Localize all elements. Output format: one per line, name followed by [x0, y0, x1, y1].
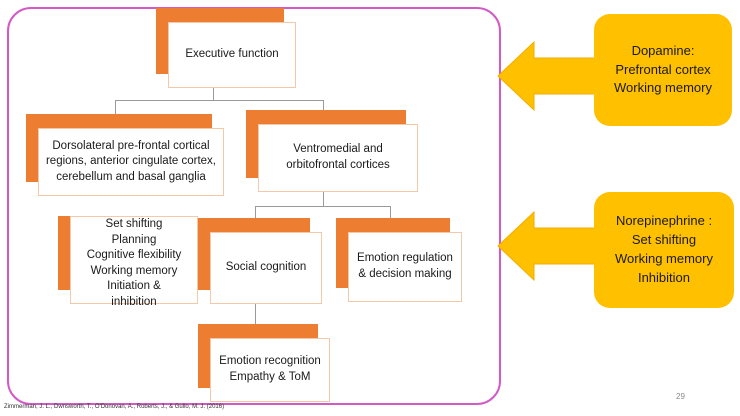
- node-label-line: Cognitive flexibility: [86, 249, 182, 262]
- callout-line: Prefrontal cortex: [615, 61, 711, 77]
- node-label: Emotion regulation & decision making: [348, 232, 462, 302]
- dorsolateral-functions-node: Set shifting Planning Cognitive flexibil…: [58, 216, 198, 308]
- social-cognition-node: Social cognition: [198, 218, 322, 304]
- callout-line: Working memory: [613, 80, 712, 96]
- node-label: Social cognition: [210, 232, 322, 304]
- node-label-line: inhibition: [111, 295, 157, 308]
- callout-line: Norepinephrine :: [615, 213, 713, 229]
- connector: [213, 88, 214, 100]
- node-label: Dorsolateral pre-frontal cortical region…: [38, 128, 224, 196]
- node-label-line: Dorsolateral pre-frontal cortical: [52, 139, 210, 152]
- left-arrow-icon: [497, 210, 600, 282]
- node-label-line: Emotion regulation: [357, 252, 453, 265]
- connector: [255, 206, 256, 218]
- node-label-line: regions, anterior cingulate cortex,: [45, 155, 217, 168]
- node-label-line: Empathy & ToM: [229, 371, 311, 383]
- connector: [323, 100, 324, 114]
- node-label-line: Working memory: [90, 264, 178, 277]
- node-label: Ventromedial and orbitofrontal cortices: [258, 124, 418, 192]
- emotion-recognition-node: Emotion recognition Empathy & ToM: [198, 324, 330, 402]
- connector: [390, 206, 391, 218]
- dorsolateral-node: Dorsolateral pre-frontal cortical region…: [26, 114, 224, 196]
- executive-function-node: Executive function: [156, 8, 296, 88]
- node-label-line: Emotion recognition: [219, 355, 321, 368]
- callout-line: Working memory: [614, 251, 713, 266]
- node-label-line: cerebellum and basal ganglia: [56, 170, 206, 183]
- node-label-line: Initiation &: [107, 280, 161, 293]
- callout-line: Set shifting: [631, 232, 697, 248]
- node-label-line: Set shifting: [105, 218, 163, 230]
- node-label-line: Planning: [111, 233, 157, 246]
- page-number: 29: [676, 392, 685, 401]
- connector: [255, 304, 256, 324]
- dopamine-callout: Dopamine: Prefrontal cortex Working memo…: [594, 14, 732, 126]
- connector: [255, 206, 391, 207]
- left-arrow-icon: [497, 40, 600, 112]
- citation: Zimmerman, J. L., Dwnsworth, T., O'Donov…: [4, 404, 225, 410]
- connector: [115, 100, 324, 101]
- connector: [115, 100, 116, 114]
- node-label: Set shifting Planning Cognitive flexibil…: [70, 216, 198, 308]
- callout-line: Inhibition: [637, 269, 691, 285]
- node-label: Executive function: [168, 22, 296, 88]
- norepinephrine-callout: Norepinephrine : Set shifting Working me…: [594, 192, 734, 308]
- node-label-line: Ventromedial and: [293, 143, 383, 156]
- node-label-line: & decision making: [358, 268, 452, 280]
- node-label: Emotion recognition Empathy & ToM: [210, 338, 330, 402]
- callout-line: Dopamine:: [631, 42, 695, 58]
- node-label-line: orbitofrontal cortices: [286, 159, 390, 171]
- emotion-regulation-node: Emotion regulation & decision making: [336, 218, 462, 302]
- ventromedial-node: Ventromedial and orbitofrontal cortices: [246, 110, 418, 192]
- connector: [323, 192, 324, 206]
